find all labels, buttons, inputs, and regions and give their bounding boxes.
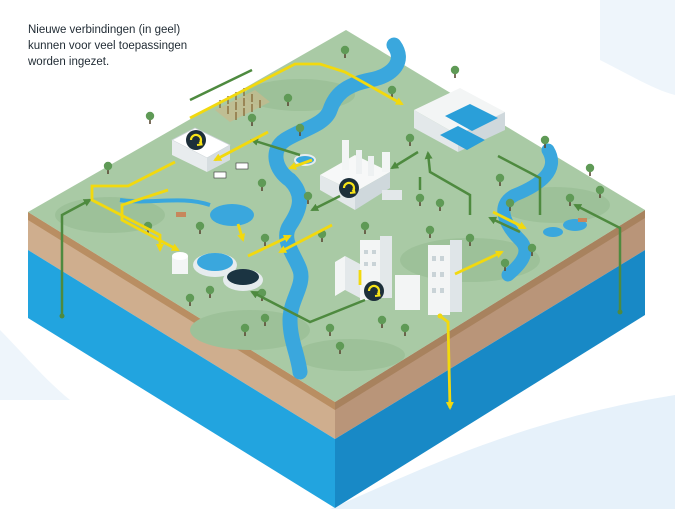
soil-stripe-left bbox=[28, 212, 335, 410]
river bbox=[268, 37, 406, 380]
tree bbox=[360, 221, 370, 234]
river-right bbox=[497, 143, 559, 282]
truck bbox=[382, 190, 402, 200]
tree bbox=[495, 173, 505, 186]
tree bbox=[103, 161, 113, 174]
small-basin bbox=[294, 154, 316, 166]
yellow-connection[interactable] bbox=[213, 130, 269, 162]
recycle-icon bbox=[186, 130, 206, 150]
yellow-connection[interactable] bbox=[120, 188, 180, 252]
tree bbox=[465, 233, 475, 246]
green-connection bbox=[573, 203, 622, 312]
caption-line: worden ingezet. bbox=[28, 56, 110, 68]
tree bbox=[585, 163, 595, 176]
yellow-connection[interactable] bbox=[454, 250, 504, 276]
tree bbox=[303, 191, 313, 204]
tree bbox=[450, 65, 460, 78]
tree bbox=[257, 178, 267, 191]
caption-line: kunnen voor veel toepassingen bbox=[28, 40, 188, 52]
tree bbox=[240, 323, 250, 336]
tree bbox=[387, 85, 397, 98]
green-connection bbox=[250, 290, 366, 324]
water-plant bbox=[414, 88, 505, 152]
caption: Nieuwe verbindingen (in geel) kunnen voo… bbox=[28, 22, 238, 70]
tree bbox=[500, 258, 510, 271]
existing-connections bbox=[59, 68, 623, 324]
cows bbox=[176, 162, 587, 222]
yellow-connection[interactable] bbox=[492, 210, 527, 230]
pond bbox=[543, 227, 563, 237]
yellow-connection[interactable] bbox=[247, 234, 292, 258]
soil-layer-right bbox=[335, 210, 645, 439]
tree bbox=[260, 313, 270, 326]
green-connection bbox=[424, 151, 472, 215]
tree bbox=[415, 193, 425, 206]
aquifer-right bbox=[335, 250, 645, 508]
hill bbox=[295, 339, 405, 371]
yellow-connection[interactable] bbox=[189, 62, 404, 120]
tree bbox=[205, 285, 215, 298]
factory bbox=[320, 140, 402, 210]
basin-water bbox=[227, 269, 259, 285]
hill bbox=[190, 310, 310, 350]
tree bbox=[283, 93, 293, 106]
caption-line: Nieuwe verbindingen (in geel) bbox=[28, 24, 181, 36]
tree bbox=[400, 323, 410, 336]
green-connection bbox=[390, 150, 419, 170]
stream bbox=[119, 198, 211, 207]
tree bbox=[595, 185, 605, 198]
tree bbox=[185, 293, 195, 306]
yellow-connection[interactable] bbox=[439, 314, 454, 410]
recycle-icon bbox=[339, 178, 359, 198]
tree bbox=[145, 111, 155, 124]
tree bbox=[260, 233, 270, 246]
basin-water bbox=[197, 253, 233, 271]
tree bbox=[425, 225, 435, 238]
tree bbox=[435, 198, 445, 211]
green-connection bbox=[189, 68, 253, 102]
new-connections bbox=[90, 62, 527, 410]
aquifer-left bbox=[28, 250, 335, 508]
tree bbox=[325, 323, 335, 336]
yellow-connection[interactable] bbox=[90, 160, 176, 252]
trees bbox=[103, 45, 605, 354]
tree bbox=[377, 315, 387, 328]
soil-layer-left bbox=[28, 212, 335, 439]
green-connection bbox=[60, 198, 92, 316]
tree bbox=[247, 113, 257, 126]
tree bbox=[195, 221, 205, 234]
tree bbox=[540, 135, 550, 148]
tree bbox=[335, 341, 345, 354]
tree bbox=[527, 243, 537, 256]
recycle-markers bbox=[186, 130, 384, 301]
pond bbox=[210, 204, 254, 226]
ground-block bbox=[28, 210, 645, 508]
soil-stripe-right bbox=[335, 210, 645, 410]
yellow-connection[interactable] bbox=[278, 223, 333, 254]
green-connection bbox=[250, 137, 301, 157]
tree bbox=[565, 193, 575, 206]
yellow-connection[interactable] bbox=[288, 158, 313, 170]
green-connection bbox=[497, 154, 542, 215]
recycle-icon bbox=[364, 281, 384, 301]
green-connection bbox=[310, 194, 341, 212]
yellow-connection[interactable] bbox=[236, 223, 246, 242]
green-connection bbox=[488, 216, 521, 234]
tree bbox=[505, 198, 515, 211]
tree bbox=[405, 133, 415, 146]
tree bbox=[340, 45, 350, 58]
tree bbox=[295, 123, 305, 136]
treatment-basins bbox=[172, 154, 316, 291]
tank bbox=[172, 256, 188, 274]
